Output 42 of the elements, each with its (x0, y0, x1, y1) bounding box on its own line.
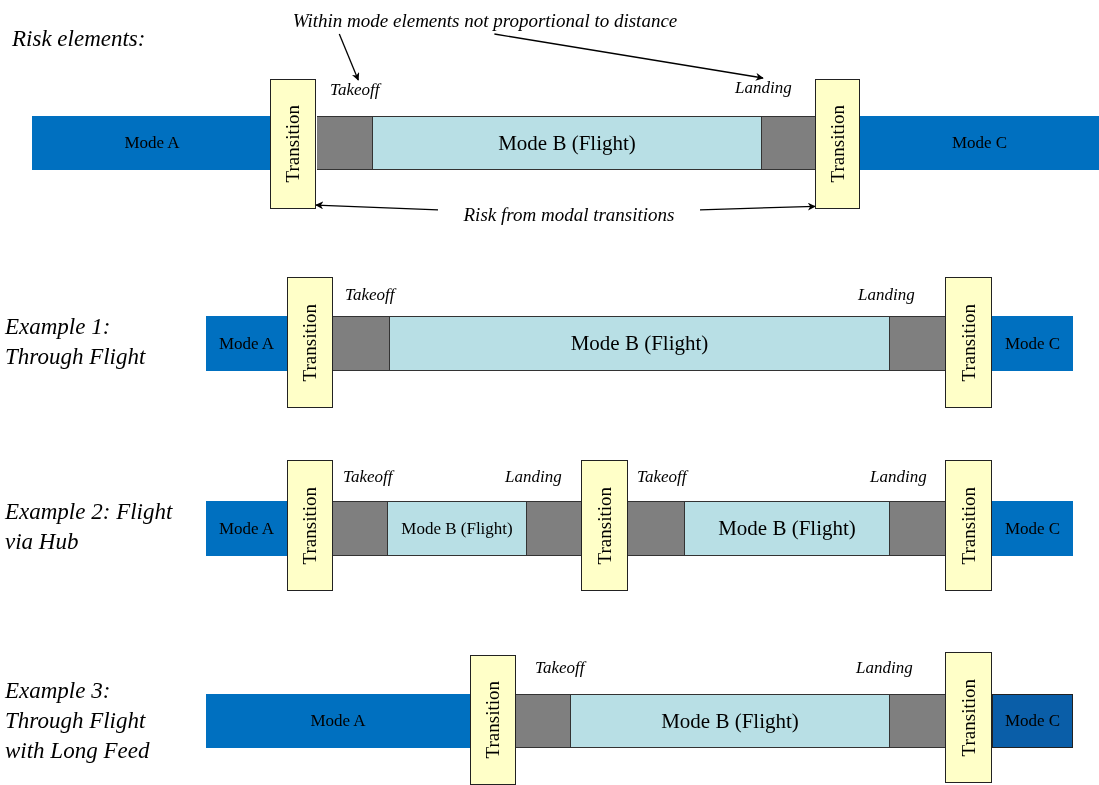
transition-box: Transition (815, 79, 860, 209)
transition-box: Transition (287, 277, 333, 408)
phase-label: Landing (735, 78, 792, 98)
mode-bar: Mode A (32, 116, 272, 170)
mode-bar: Mode B (Flight) (684, 501, 890, 556)
phase-label: Takeoff (345, 285, 395, 305)
mode-bar: Mode C (992, 316, 1073, 371)
mode-bar: Mode A (206, 316, 287, 371)
mode-bar: Mode C (992, 501, 1073, 556)
row-label: Risk elements: (12, 25, 147, 53)
mode-bar: Mode A (206, 501, 287, 556)
mode-bar: Mode B (Flight) (570, 694, 890, 748)
annotation-text: Risk from modal transitions (438, 202, 700, 228)
arrow (493, 33, 764, 81)
mode-bar: Mode C (992, 694, 1073, 748)
row-label: Example 3: Through Flight with Long Feed (5, 677, 151, 765)
arrow (699, 202, 816, 211)
mode-bar: Mode B (Flight) (387, 501, 527, 556)
transition-box: Transition (470, 655, 516, 785)
row-label: Example 1: Through Flight (5, 313, 147, 371)
mode-bar: Mode B (Flight) (389, 316, 890, 371)
transition-box: Transition (287, 460, 333, 591)
transition-box: Transition (945, 652, 992, 783)
phase-label: Takeoff (330, 80, 380, 100)
phase-label: Landing (858, 285, 915, 305)
arrow (338, 33, 360, 81)
phase-label: Takeoff (535, 658, 585, 678)
row-label: Example 2: Flight via Hub (5, 498, 174, 556)
arrow (315, 201, 439, 211)
mode-bar: Mode A (206, 694, 470, 748)
annotation-text: Within mode elements not proportional to distance (250, 8, 720, 34)
phase-label: Landing (505, 467, 562, 487)
transition-box: Transition (945, 460, 992, 591)
transition-box: Transition (270, 79, 316, 209)
phase-label: Landing (870, 467, 927, 487)
transition-box: Transition (945, 277, 992, 408)
phase-label: Takeoff (637, 467, 687, 487)
phase-label: Takeoff (343, 467, 393, 487)
phase-label: Landing (856, 658, 913, 678)
transition-box: Transition (581, 460, 628, 591)
mode-bar: Mode B (Flight) (372, 116, 762, 170)
mode-bar: Mode C (860, 116, 1099, 170)
